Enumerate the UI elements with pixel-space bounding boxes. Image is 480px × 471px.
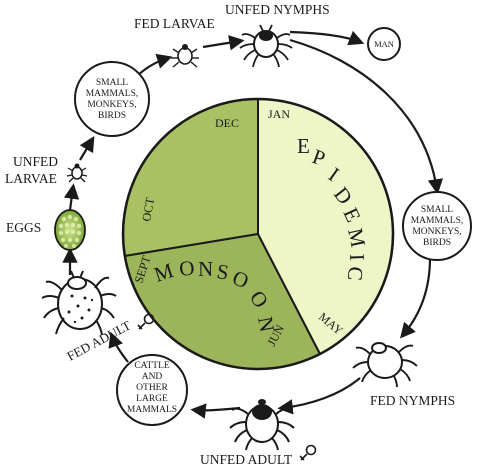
tick-unfed-nymphs-icon [239,24,293,68]
host-man: MAN [367,27,401,61]
host-small-mammals-right-circle [402,191,472,261]
host-small-mammals-left: SMALL MAMMALS, MONKEYS, BIRDS [74,61,150,137]
tick-fed-nymphs-icon [352,342,418,388]
host-left-line-4: BIRDS [98,111,126,121]
monsoon-letter-4: S [215,259,230,284]
host-cattle-line-5: MAMMALS [127,405,177,415]
host-right-line-2: MAMMALS, [411,216,464,226]
female-symbol-icon-unfed-adult [299,444,317,461]
host-right-line-3: MONKEYS, [412,227,461,237]
stage-label-eggs: EGGS [6,220,41,235]
stage-label-unfed-larvae-line-2: LARVAE [5,171,57,186]
epidemic-letter-6: M [343,226,371,250]
female-symbol-icon-fed-adult [137,313,155,330]
arrow-unfed-larvae-to-hosts [79,136,95,161]
host-left-line-2: MAMMALS, [86,89,139,99]
month-oct: OCT [139,196,157,223]
tick-unfed-larvae-icon [66,163,88,183]
wheel-rim [121,97,395,371]
arrow-nymphs-to-fed-nymphs [289,38,444,195]
arrow-eggs-to-unfed-larvae [63,183,80,211]
host-cattle: CATTLE AND OTHER LARGE MAMMALS [116,354,188,426]
arrow-hosts-right-to-fed-nymphs [400,257,432,339]
host-small-mammals-right: SMALL MAMMALS, MONKEYS, BIRDS [402,191,472,261]
cycle-arrows [62,30,444,419]
eggs-cluster-icon [54,209,86,251]
host-cattle-line-2: AND [142,372,163,382]
monsoon-letter-3: N [198,257,213,281]
epidemic-letter-8: C [343,266,368,283]
stage-label-fed-larvae: FED LARVAE [134,16,215,31]
stage-label-unfed-nymphs: UNFED NYMPHS [225,2,330,17]
host-cattle-line-4: LARGE [136,394,168,404]
month-dec: DEC [215,116,239,130]
monsoon-letter-7: N [253,315,279,334]
host-left-line-1: SMALL [96,78,128,88]
host-cattle-line-1: CATTLE [134,361,170,371]
stage-label-fed-nymphs: FED NYMPHS [370,393,455,408]
epidemic-letter-7: I [345,253,369,262]
season-wheel: E P I D E M I C M O N S O O N JAN DEC OC… [121,97,395,371]
arrow-fed-larvae-to-unfed-nymphs [202,35,245,51]
host-man-circle [367,27,401,61]
epidemic-letter-1: E [297,134,311,158]
host-right-line-1: SMALL [421,205,453,215]
stage-label-unfed-larvae-line-1: UNFED [13,154,58,169]
arrow-nymphs-to-man [289,30,365,46]
arrow-fed-nymphs-to-unfed-adult [277,377,361,415]
tick-fed-larvae-icon [171,44,199,68]
host-small-mammals-left-circle [74,61,150,137]
tick-fed-adult-icon [41,270,117,336]
host-right-line-4: BIRDS [423,238,451,248]
host-cattle-circle [116,354,188,426]
monsoon-letter-2: O [178,256,196,281]
stage-label-unfed-adult: UNFED ADULT [200,452,293,467]
month-jan: JAN [268,107,290,121]
host-left-line-3: MONKEYS, [87,100,136,110]
arrow-cattle-to-fed-adult [108,331,129,363]
host-cattle-line-3: OTHER [136,383,168,393]
tick-unfed-adult-icon [229,399,295,451]
host-man-label: MAN [374,39,394,49]
